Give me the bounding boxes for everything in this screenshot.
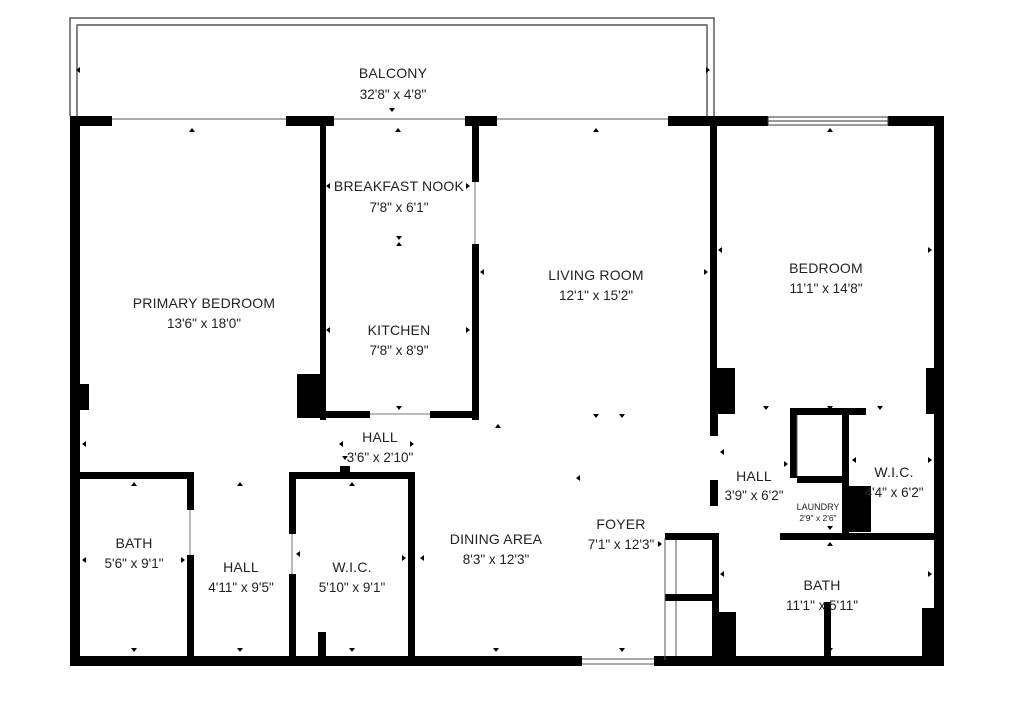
room-name: PRIMARY BEDROOM [133, 295, 276, 311]
room-dimensions: 4'4" x 6'2" [864, 485, 923, 500]
room-name: FOYER [596, 516, 645, 532]
room-name: BREAKFAST NOOK [334, 178, 465, 194]
room-name: HALL [362, 429, 398, 445]
room-dimensions: 11'1" x 14'8" [789, 281, 862, 296]
room-label-hall-center: HALL 3'6" x 2'10" [347, 429, 414, 465]
room-dimensions: 5'6" x 9'1" [104, 556, 163, 571]
room-dimensions: 8'3" x 12'3" [463, 552, 530, 567]
room-label-wic-left: W.I.C. 5'10" x 9'1" [319, 559, 386, 595]
exterior-walls [70, 116, 944, 666]
room-dimensions: 32'8" x 4'8" [360, 87, 427, 102]
room-label-foyer: FOYER 7'1" x 12'3" [588, 516, 655, 552]
room-name: HALL [223, 559, 259, 575]
room-label-bath-right: BATH 11'1" x 5'11" [786, 577, 858, 613]
room-dimensions: 7'8" x 6'1" [369, 200, 428, 215]
room-label-breakfast-nook: BREAKFAST NOOK 7'8" x 6'1" [334, 178, 465, 215]
room-label-dining-area: DINING AREA 8'3" x 12'3" [450, 531, 543, 567]
room-name: BEDROOM [789, 260, 863, 276]
room-name: W.I.C. [874, 464, 913, 480]
room-label-hall-left: HALL 4'11" x 9'5" [208, 559, 274, 595]
room-label-bath-left: BATH 5'6" x 9'1" [104, 535, 163, 571]
room-name: LAUNDRY [797, 502, 840, 512]
room-dimensions: 4'11" x 9'5" [208, 580, 274, 595]
room-name: HALL [736, 468, 772, 484]
room-label-kitchen: KITCHEN 7'8" x 8'9" [368, 322, 431, 358]
room-name: DINING AREA [450, 531, 543, 547]
room-label-laundry: LAUNDRY 2'9" x 2'6" [797, 502, 840, 523]
room-dimensions: 13'6" x 18'0" [167, 316, 241, 331]
room-dimensions: 3'9" x 6'2" [724, 488, 783, 503]
room-label-hall-right: HALL 3'9" x 6'2" [724, 468, 783, 503]
room-label-living-room: LIVING ROOM 12'1" x 15'2" [548, 267, 644, 303]
room-label-bedroom: BEDROOM 11'1" x 14'8" [789, 260, 863, 296]
room-dimensions: 7'8" x 8'9" [369, 343, 428, 358]
dimension-ticks [76, 67, 932, 652]
room-dimensions: 2'9" x 2'6" [799, 513, 836, 523]
room-dimensions: 11'1" x 5'11" [786, 598, 858, 613]
room-name: LIVING ROOM [548, 267, 644, 283]
room-dimensions: 3'6" x 2'10" [347, 450, 414, 465]
interior-walls [76, 122, 940, 663]
room-label-balcony: BALCONY 32'8" x 4'8" [359, 65, 428, 102]
room-name: BATH [803, 577, 840, 593]
room-dimensions: 7'1" x 12'3" [588, 537, 655, 552]
room-name: W.I.C. [332, 559, 371, 575]
room-name: KITCHEN [368, 322, 431, 338]
room-name: BATH [115, 535, 152, 551]
room-label-wic-right: W.I.C. 4'4" x 6'2" [864, 464, 923, 500]
room-dimensions: 12'1" x 15'2" [559, 288, 633, 303]
room-label-primary-bedroom: PRIMARY BEDROOM 13'6" x 18'0" [133, 295, 276, 331]
room-name: BALCONY [359, 65, 428, 81]
room-dimensions: 5'10" x 9'1" [319, 580, 386, 595]
